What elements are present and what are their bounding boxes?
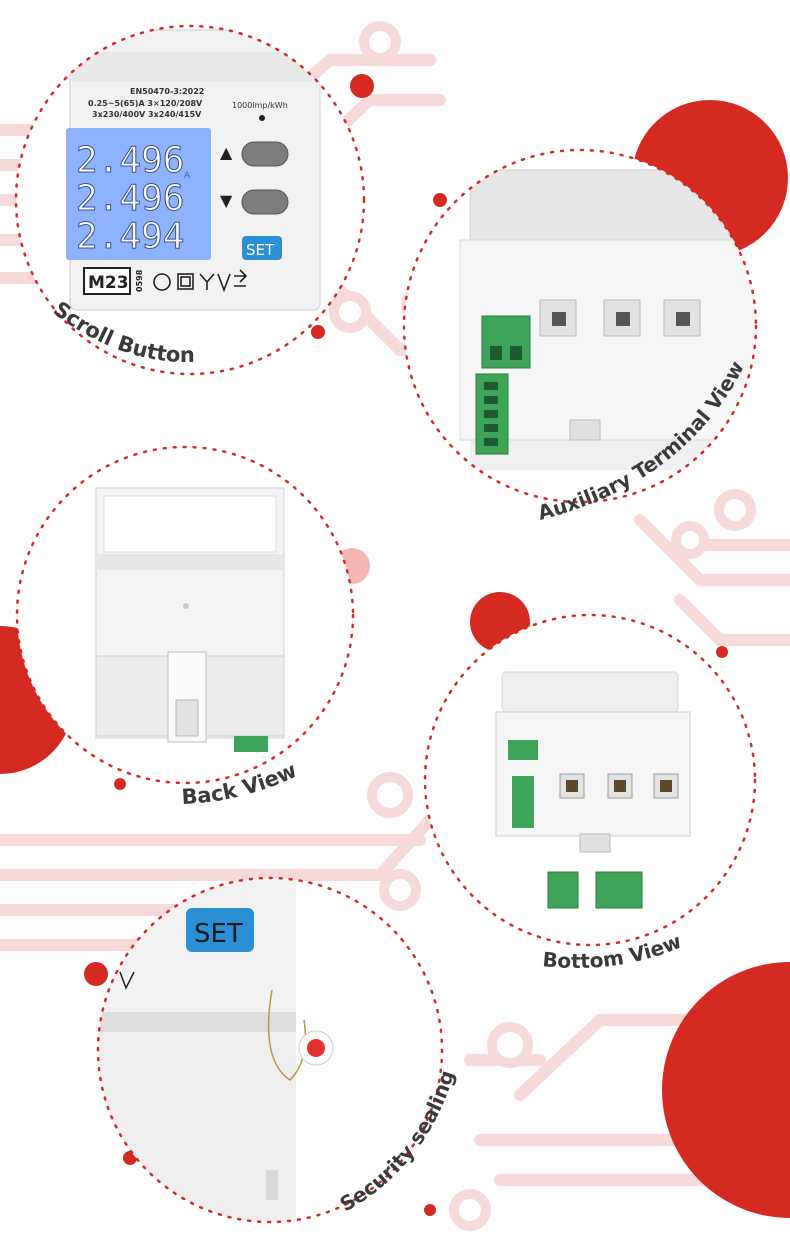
back-device-photo — [95, 487, 285, 752]
set-button-label: SET — [246, 241, 275, 259]
security-panel-ring — [96, 876, 444, 1224]
pulse-led-icon — [259, 115, 265, 121]
security-sealing-panel: SET Security sealing — [96, 876, 459, 1224]
loose-terminal-5pin — [595, 871, 643, 909]
scroll-up-arrow-icon: ▲ — [220, 143, 233, 162]
lcd-display — [66, 128, 211, 260]
aux-terminal-block-2pin — [481, 315, 531, 369]
scroll-up-button[interactable] — [241, 141, 289, 167]
lcd-unit-label: A — [184, 171, 191, 181]
security-set-label: SET — [194, 919, 243, 949]
aux-panel-ring — [402, 148, 758, 504]
scroll-meter-closeup: EN50470-3:2022 0.25~5(65)A 3×120/208V 3x… — [66, 29, 321, 311]
approval-mark-box — [83, 267, 131, 295]
meter-rating-line2: 3x230/400V 3x240/415V — [92, 110, 202, 119]
security-set-button[interactable] — [186, 908, 254, 952]
meter-pulse-rate: 1000imp/kWh — [232, 101, 288, 110]
meter-rating-line1: 0.25~5(65)A 3×120/208V — [88, 99, 203, 108]
certification-symbols-icon — [153, 269, 248, 293]
approval-code-text: 0598 — [135, 269, 144, 292]
scroll-button-panel: EN50470-3:2022 0.25~5(65)A 3×120/208V 3x… — [14, 24, 366, 376]
aux-device-photo — [459, 169, 756, 470]
auxiliary-terminal-panel: Auxiliary Terminal View — [402, 148, 758, 525]
bottom-view-panel: Bottom View — [423, 613, 757, 973]
back-panel-ring — [15, 445, 355, 785]
lcd-row-3: 2.494 — [76, 216, 184, 257]
bottom-device-photo — [495, 671, 691, 909]
lcd-row-2: 2.496 — [76, 178, 184, 219]
approval-mark-text: M23 — [88, 273, 129, 293]
back-view-panel: Back View — [15, 445, 355, 809]
set-button[interactable] — [242, 236, 282, 260]
meter-standard-text: EN50470-3:2022 — [130, 87, 204, 96]
loose-terminal-2pin — [547, 871, 579, 909]
lcd-row-1: 2.496 — [76, 140, 184, 181]
scroll-down-button[interactable] — [241, 189, 289, 215]
bottom-panel-ring — [423, 613, 757, 947]
scroll-down-arrow-icon: ▼ — [220, 191, 233, 210]
scroll-panel-ring — [14, 24, 366, 376]
